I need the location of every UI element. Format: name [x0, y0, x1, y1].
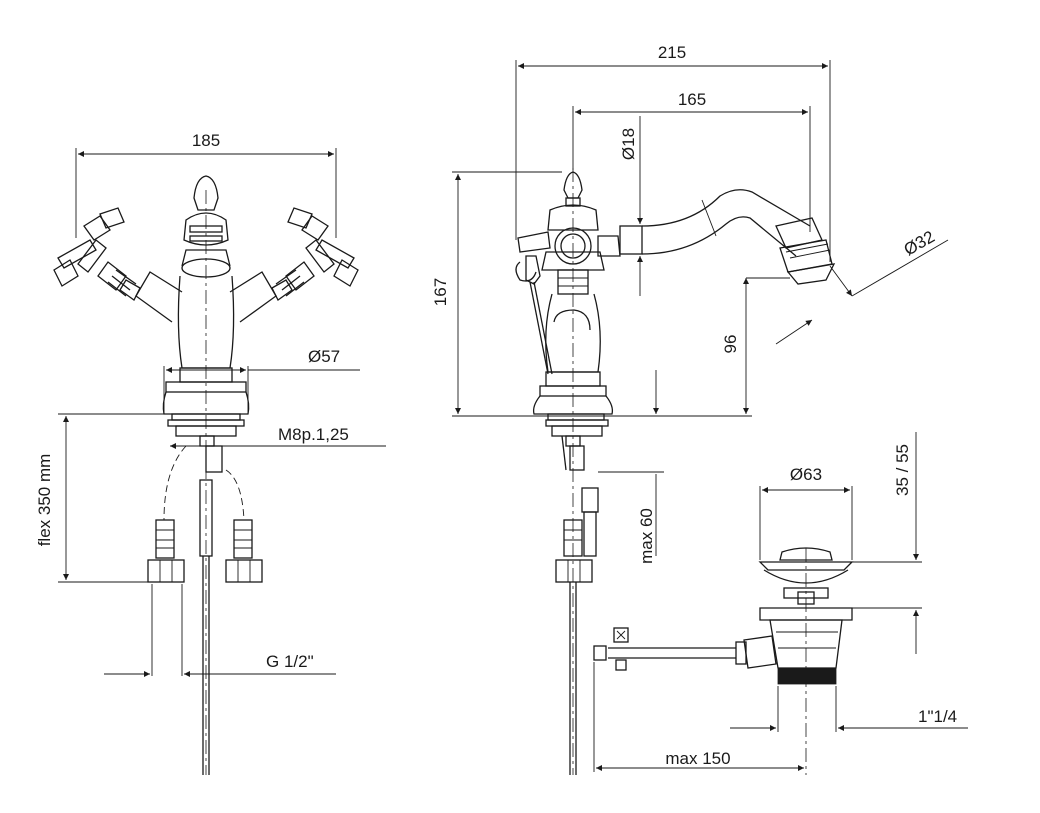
dimension-labels: 185 Ø57 M8p.1,25 flex 350 mm G 1/2" 215 …	[35, 43, 957, 768]
dim-label-diam-63: Ø63	[790, 465, 822, 484]
dim-label-167: 167	[431, 278, 450, 306]
dim-label-m8-thread: M8p.1,25	[278, 425, 349, 444]
side-view-dimensions	[452, 60, 949, 417]
dim-label-diam-32: Ø32	[901, 227, 938, 260]
dim-label-g-half-inch: G 1/2"	[266, 652, 314, 671]
dim-label-max-150: max 150	[665, 749, 730, 768]
dim-label-215: 215	[658, 43, 686, 62]
dim-label-185: 185	[192, 131, 220, 150]
dim-label-96: 96	[721, 335, 740, 354]
dim-label-diam-18: Ø18	[619, 128, 638, 160]
dim-label-max-60: max 60	[637, 508, 656, 564]
waste-dimensions	[593, 432, 968, 772]
front-view-dimensions	[58, 148, 386, 677]
front-view	[53, 175, 359, 775]
dim-label-flex-hose: flex 350 mm	[35, 454, 54, 547]
side-view	[515, 168, 836, 775]
dim-label-1-1-4: 1"1/4	[918, 707, 957, 726]
waste-assembly	[593, 547, 854, 775]
dim-label-165: 165	[678, 90, 706, 109]
dim-label-35-55: 35 / 55	[893, 444, 912, 496]
dim-label-diam-57: Ø57	[308, 347, 340, 366]
